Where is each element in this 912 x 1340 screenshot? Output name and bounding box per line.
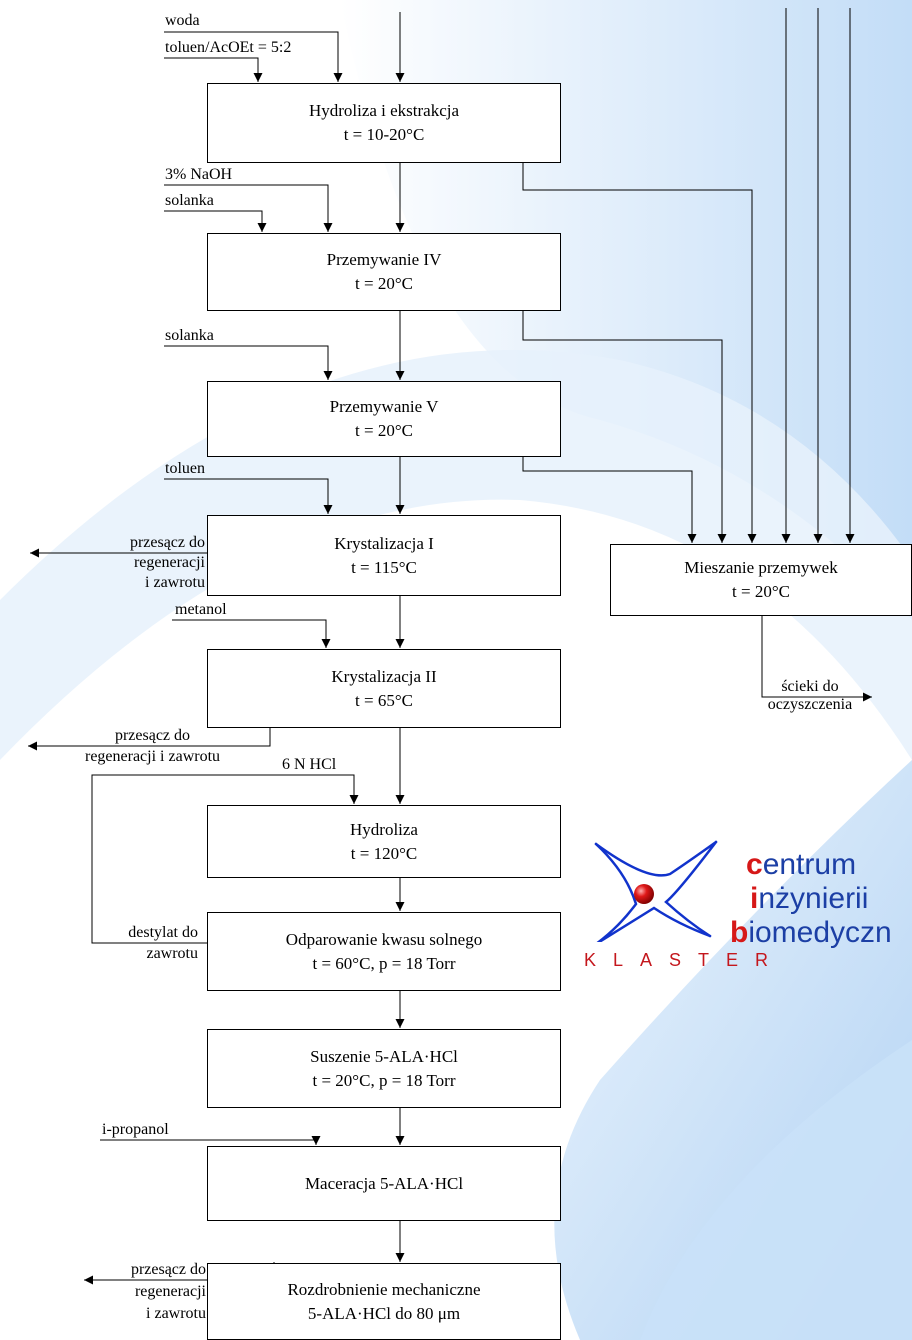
logo-klaster-text: KLASTER: [584, 950, 786, 970]
box-title: Krystalizacja II: [331, 666, 437, 686]
box-title: Rozdrobnienie mechaniczne: [287, 1279, 481, 1299]
label-i-propanol: i-propanol: [102, 1121, 169, 1138]
label-toluen-acoet: toluen/AcOEt = 5:2: [165, 39, 292, 56]
box-title: Mieszanie przemywek: [684, 558, 838, 577]
logo-word-centrum: centrum: [746, 850, 856, 880]
box-title: Przemywanie IV: [326, 250, 442, 269]
label-woda: woda: [165, 12, 200, 29]
label-line: oczyszczenia: [767, 696, 853, 713]
box-przemywanie-iv: Przemywanie IV t = 20°C: [207, 233, 561, 311]
box-hydroliza: Hydroliza t = 120°C: [207, 805, 561, 878]
label-destylat: destylat do zawrotu: [90, 924, 198, 963]
logo-star-icon: [594, 840, 718, 942]
logo-letter: c: [746, 848, 763, 881]
box-krystalizacja-ii: Krystalizacja II t = 65°C: [207, 649, 561, 728]
logo-word-rest: entrum: [762, 848, 857, 881]
label-line: przesącz do: [114, 727, 191, 744]
label-przesacz-3: przesącz do regeneracji i zawrotu: [60, 1261, 206, 1323]
label-line: przesącz do: [129, 534, 205, 551]
label-line: regeneracji i zawrotu: [84, 748, 221, 765]
label-line: i zawrotu: [145, 574, 205, 591]
box-title: Odparowanie kwasu solnego: [285, 929, 483, 949]
box-title: Hydroliza: [350, 819, 418, 839]
box-przemywanie-v: Przemywanie V t = 20°C: [207, 381, 561, 457]
box-condition: t = 20°C: [732, 582, 790, 601]
label-solanka-1: solanka: [165, 192, 214, 209]
logo-word-biomedyczn: biomedyczn: [730, 918, 892, 948]
box-condition: t = 10-20°C: [343, 125, 425, 144]
box-condition: t = 20°C, p = 18 Torr: [312, 1070, 456, 1090]
box-krystalizacja-i: Krystalizacja I t = 115°C: [207, 515, 561, 596]
logo-word-inzynierii: inżynierii: [750, 884, 868, 914]
box-title: Maceracja 5-ALA·HCl: [304, 1173, 464, 1193]
label-metanol: metanol: [175, 601, 227, 618]
logo-word-rest: iomedyczn: [748, 916, 892, 949]
box-condition: t = 120°C: [350, 843, 418, 863]
box-title: Przemywanie V: [329, 397, 439, 416]
box-maceracja: Maceracja 5-ALA·HCl: [207, 1146, 561, 1221]
box-suszenie: Suszenie 5-ALA·HCl t = 20°C, p = 18 Torr: [207, 1029, 561, 1108]
label-line: destylat do: [128, 924, 198, 941]
label-line: regeneracji: [134, 1283, 206, 1300]
box-condition: t = 20°C: [355, 274, 413, 293]
label-toluen: toluen: [165, 460, 205, 477]
label-line: zawrotu: [146, 945, 198, 962]
label-hcl: 6 N HCl: [282, 756, 337, 773]
label-naoh: 3% NaOH: [165, 166, 233, 183]
box-hydroliza-i-ekstrakcja: Hydroliza i ekstrakcja t = 10-20°C: [207, 83, 561, 163]
label-line: regeneracji: [133, 554, 205, 571]
box-condition: t = 65°C: [355, 690, 413, 710]
label-line: przesącz do: [130, 1261, 206, 1278]
logo-letter: b: [730, 916, 749, 949]
klaster-logo: centrum inżynierii biomedyczn KLASTER: [578, 832, 912, 972]
box-odparowanie: Odparowanie kwasu solnego t = 60°C, p = …: [207, 912, 561, 991]
logo-letter: i: [750, 882, 759, 915]
label-line: i zawrotu: [146, 1305, 206, 1322]
box-title: Krystalizacja I: [334, 533, 434, 553]
box-condition: t = 60°C, p = 18 Torr: [312, 953, 456, 973]
box-title: Suszenie 5-ALA·HCl: [310, 1046, 458, 1066]
label-solanka-2: solanka: [165, 327, 214, 344]
box-condition: t = 115°C: [351, 557, 417, 577]
box-rozdrobnienie: Rozdrobnienie mechaniczne 5-ALA·HCl do 8…: [207, 1263, 561, 1340]
label-przesacz-2: przesącz do regeneracji i zawrotu: [40, 727, 265, 766]
logo-word-rest: nżynierii: [758, 882, 869, 915]
box-condition: t = 20°C: [355, 421, 413, 440]
label-scieki: ścieki do oczyszczenia: [760, 678, 860, 714]
box-condition: 5-ALA·HCl do 80 μm: [307, 1303, 461, 1323]
label-line: ścieki do: [781, 678, 839, 695]
box-mieszanie-przemywek: Mieszanie przemywek t = 20°C: [610, 544, 912, 616]
box-title: Hydroliza i ekstrakcja: [308, 101, 460, 120]
label-przesacz-1: przesącz do regeneracji i zawrotu: [20, 534, 205, 592]
